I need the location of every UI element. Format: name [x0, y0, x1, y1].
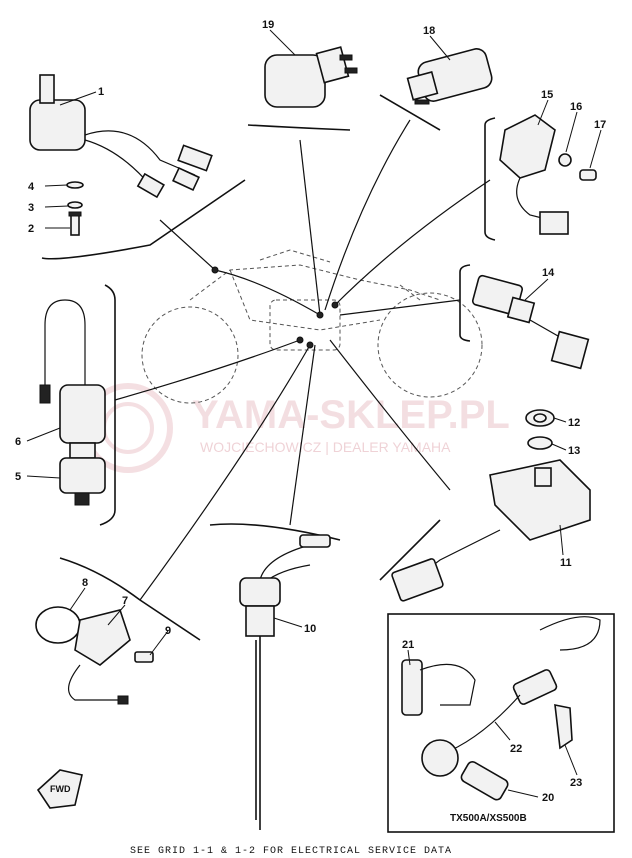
fastener-parts-2-4: [66, 181, 84, 236]
flasher-part-18: [406, 48, 493, 105]
callout-15: 15: [541, 89, 553, 101]
callout-17: 17: [594, 119, 606, 131]
callout-11: 11: [560, 557, 572, 569]
callout-14: 14: [542, 267, 555, 279]
callout-9: 9: [165, 625, 171, 637]
sensor-parts-5-6: [39, 299, 106, 506]
sensor-parts-7-9: [35, 606, 154, 705]
fwd-label: FWD: [50, 784, 71, 794]
connector-part-14: [471, 274, 590, 370]
callout-13: 13: [568, 445, 580, 457]
callout-12: 12: [568, 417, 580, 429]
nut-washer-parts-12-13: [525, 409, 555, 450]
tx500a-xs500b-parts-box: [387, 613, 615, 833]
callout-numbers: 1 2 3 4 19 18 15 16 17 14 6 5 12 13 11 8…: [15, 19, 606, 804]
callout-23: 23: [570, 777, 582, 789]
callout-7: 7: [122, 595, 128, 607]
callout-1: 1: [98, 86, 104, 98]
callout-18: 18: [423, 25, 435, 37]
motorcycle-outline: [141, 249, 483, 404]
watermark-name: YAMA-SKLEP.PL: [192, 393, 510, 437]
group-brackets: [41, 94, 496, 641]
switch-part-15: [499, 114, 597, 235]
sensor-part-10: [239, 534, 331, 830]
callout-6: 6: [15, 436, 21, 448]
connection-wires: [114, 119, 491, 601]
callout-5: 5: [15, 471, 21, 483]
callout-8: 8: [82, 577, 88, 589]
relay-part-19: [264, 46, 358, 108]
callout-20: 20: [542, 792, 554, 804]
watermark-subtitle: WOJCIECHOWICZ | DEALER YAMAHA: [200, 439, 451, 455]
model-label: TX500A/XS500B: [450, 813, 527, 824]
callout-2: 2: [28, 223, 34, 235]
footer-note: SEE GRID 1-1 & 1-2 FOR ELECTRICAL SERVIC…: [130, 846, 452, 857]
callout-16: 16: [570, 101, 582, 113]
main-switch-part: [29, 74, 213, 199]
callout-21: 21: [402, 639, 414, 651]
callout-22: 22: [510, 743, 522, 755]
callout-leaders: [26, 29, 602, 798]
fwd-arrow-icon: FWD: [36, 769, 83, 809]
callout-19: 19: [262, 19, 274, 31]
regulator-part-11: [391, 459, 591, 602]
callout-4: 4: [28, 181, 35, 193]
callout-3: 3: [28, 202, 34, 214]
watermark: YAMA-SKLEP.PL WOJCIECHOWICZ | DEALER YAM…: [83, 383, 510, 473]
callout-10: 10: [304, 623, 316, 635]
